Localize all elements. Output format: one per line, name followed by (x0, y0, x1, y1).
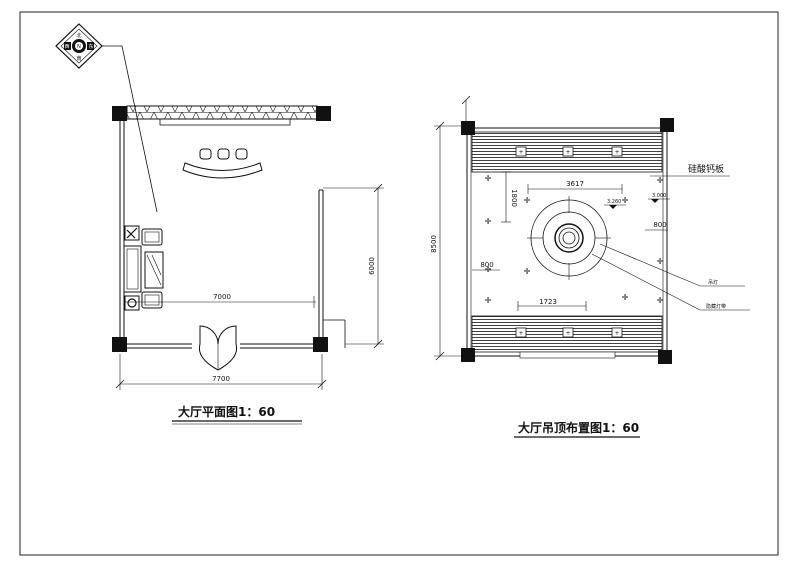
dim-top-center: 3617 (566, 180, 584, 188)
svg-text:+: + (565, 149, 570, 156)
svg-text:✛: ✛ (657, 296, 664, 305)
label-material: 硅酸钙板 (688, 163, 724, 175)
label-lamp: 吊灯 (708, 279, 718, 286)
svg-text:✛: ✛ (524, 196, 531, 205)
svg-text:✛: ✛ (524, 267, 531, 276)
svg-text:✛: ✛ (657, 257, 664, 266)
level-1: 3.260 (607, 199, 621, 205)
column (313, 337, 328, 352)
svg-text:+: + (518, 330, 523, 337)
column (112, 106, 127, 121)
compass-center: N (77, 44, 81, 50)
dim-inner: 7000 (213, 293, 231, 301)
level-2: 3.000 (652, 193, 666, 199)
column (316, 106, 331, 121)
dim-vertical: 1800 (510, 189, 518, 207)
svg-text:✛: ✛ (657, 176, 664, 185)
svg-text:+: + (518, 149, 523, 156)
svg-text:✛: ✛ (485, 265, 492, 274)
ceiling-plan: + + + + + + (430, 95, 750, 438)
sofa-set (123, 225, 164, 311)
compass-south: 南 (76, 55, 81, 62)
svg-text:+: + (614, 330, 619, 337)
dim-bottom-center: 1723 (539, 298, 557, 306)
column (461, 348, 475, 362)
entrance-door (192, 325, 240, 371)
compass-north: 北 (76, 32, 81, 39)
svg-text:✛: ✛ (485, 217, 492, 226)
svg-text:+: + (565, 330, 570, 337)
sheet-frame (19, 11, 779, 556)
column (112, 337, 127, 352)
chandelier (527, 196, 611, 280)
label-hidden-light: 隐藏灯带 (706, 303, 726, 310)
column (660, 118, 674, 132)
lobby-floor-plan: N 北 南 西 东 (55, 23, 384, 425)
dim-side-right: 800 (653, 221, 666, 229)
ceiling-lights-bottom: + + + (515, 327, 623, 338)
downlights: ✛ ✛ ✛ ✛ ✛ ✛ ✛ ✛ ✛ ✛ ✛ (485, 174, 664, 305)
plan-title-right: 大厅吊顶布置图1：60 (518, 420, 639, 435)
compass-west: 西 (64, 44, 69, 50)
svg-text:✛: ✛ (622, 293, 629, 302)
compass-east: 东 (88, 43, 93, 50)
compass-icon: N 北 南 西 东 (55, 23, 103, 69)
svg-text:✛: ✛ (485, 296, 492, 305)
reception-desk (182, 148, 263, 179)
svg-text:✛: ✛ (622, 196, 629, 205)
dim-left: 8500 (430, 235, 438, 253)
svg-text:+: + (614, 149, 619, 156)
column (658, 350, 672, 364)
dim-right: 6000 (368, 257, 376, 275)
svg-text:✛: ✛ (485, 174, 492, 183)
dim-side-left: 800 (480, 261, 493, 269)
plan-title-left: 大厅平面图1：60 (178, 404, 275, 419)
dim-bottom: 7700 (212, 375, 230, 383)
column (461, 121, 475, 135)
ceiling-lights-top: + + + (515, 146, 623, 157)
